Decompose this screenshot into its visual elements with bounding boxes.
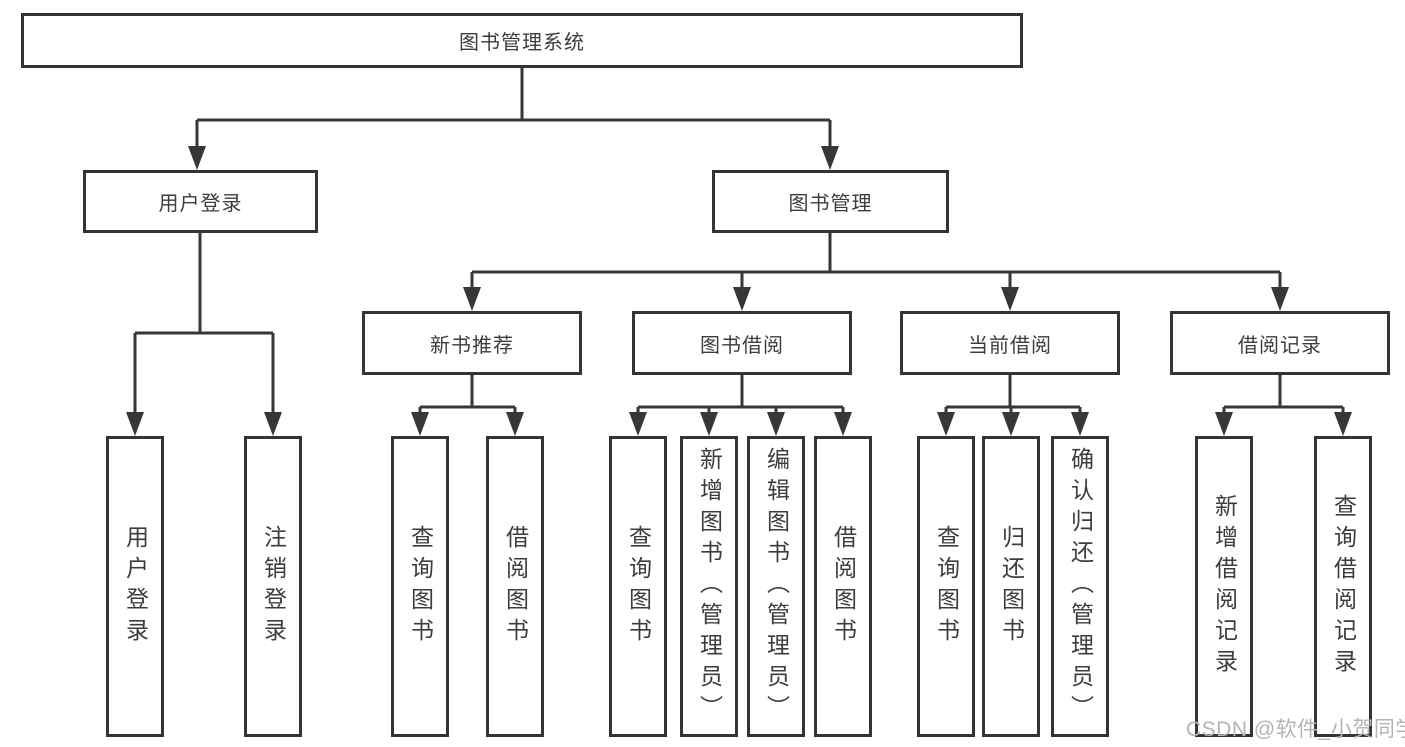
- leaf-query-books-borrow: 查询图书: [609, 436, 667, 737]
- arrow-down-icon: [411, 412, 429, 436]
- node-label: 用户登录: [158, 193, 243, 215]
- node-user-login: 用户登录: [83, 170, 318, 233]
- connector-borrow-to-leaves: [629, 375, 852, 436]
- node-label: 图书借阅: [700, 334, 784, 357]
- node-label: 当前借阅: [968, 334, 1052, 357]
- arrow-down-icon: [264, 412, 282, 436]
- arrow-down-icon: [834, 412, 852, 436]
- arrow-down-icon: [1071, 412, 1089, 436]
- node-label: 新书推荐: [430, 334, 514, 357]
- node-label: 图书管理: [788, 193, 873, 215]
- node-borrow-records: 借阅记录: [1170, 311, 1390, 375]
- node-label: 借阅图书: [830, 524, 857, 649]
- node-new-book-recommend: 新书推荐: [362, 311, 582, 375]
- leaf-query-books-recommend: 查询图书: [391, 436, 449, 737]
- leaf-logout-login: 注销登录: [244, 436, 302, 737]
- arrow-down-icon: [463, 287, 481, 311]
- node-label: 查询图书: [933, 524, 960, 649]
- node-book-borrow: 图书借阅: [632, 311, 852, 375]
- arrow-down-icon: [767, 412, 785, 436]
- arrow-down-icon: [1334, 412, 1352, 436]
- arrow-down-icon: [700, 412, 718, 436]
- connector-root-to-level2: [188, 68, 839, 170]
- node-label: 归还图书: [998, 524, 1025, 649]
- leaf-edit-book-admin: 编辑图书（管理员）: [747, 436, 805, 737]
- node-label: 注销登录: [260, 524, 287, 649]
- arrow-down-icon: [1271, 287, 1289, 311]
- connector-current-to-leaves: [937, 375, 1089, 436]
- node-label: 查询借阅记录: [1330, 493, 1357, 680]
- leaf-query-books-current: 查询图书: [917, 436, 975, 737]
- node-label: 查询图书: [407, 524, 434, 649]
- arrow-down-icon: [733, 287, 751, 311]
- arrow-down-icon: [629, 412, 647, 436]
- node-label: 用户登录: [122, 524, 149, 649]
- arrow-down-icon: [1002, 412, 1020, 436]
- node-label: 新增借阅记录: [1211, 493, 1238, 680]
- node-label: 图书管理系统: [459, 32, 585, 54]
- leaf-add-borrow-record: 新增借阅记录: [1195, 436, 1253, 737]
- leaf-user-login: 用户登录: [106, 436, 164, 737]
- csdn-watermark: CSDN @软件_小贺同学: [1186, 718, 1405, 741]
- leaf-borrow-books-recommend: 借阅图书: [486, 436, 544, 737]
- node-label: 查询图书: [625, 524, 652, 649]
- leaf-borrow-books: 借阅图书: [814, 436, 872, 737]
- connector-user-login-to-leaves: [126, 233, 282, 436]
- arrow-down-icon: [937, 412, 955, 436]
- node-book-management: 图书管理: [712, 170, 949, 233]
- arrow-down-icon: [126, 412, 144, 436]
- node-label: 新增图书（管理员）: [696, 447, 723, 726]
- arrow-down-icon: [821, 146, 839, 170]
- arrow-down-icon: [188, 146, 206, 170]
- connector-recommend-to-leaves: [411, 375, 524, 436]
- arrow-down-icon: [1215, 412, 1233, 436]
- node-label: 借阅图书: [502, 524, 529, 649]
- node-root: 图书管理系统: [21, 13, 1023, 68]
- node-label: 借阅记录: [1238, 334, 1322, 357]
- node-current-borrow: 当前借阅: [900, 311, 1120, 375]
- connector-book-management-to-level3: [463, 233, 1289, 311]
- node-label: 编辑图书（管理员）: [763, 447, 790, 726]
- leaf-confirm-return-admin: 确认归还（管理员）: [1051, 436, 1109, 737]
- arrow-down-icon: [506, 412, 524, 436]
- leaf-return-books: 归还图书: [982, 436, 1040, 737]
- node-label: 确认归还（管理员）: [1067, 447, 1094, 726]
- leaf-query-borrow-record: 查询借阅记录: [1314, 436, 1372, 737]
- leaf-add-book-admin: 新增图书（管理员）: [680, 436, 738, 737]
- connector-records-to-leaves: [1215, 375, 1352, 436]
- arrow-down-icon: [1001, 287, 1019, 311]
